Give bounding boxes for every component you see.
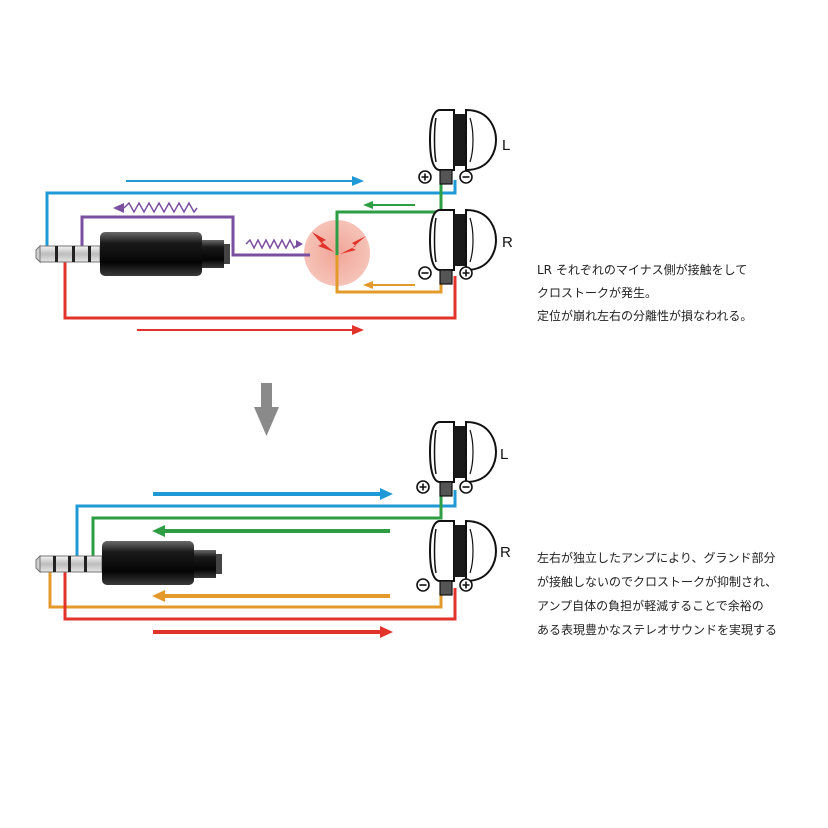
caption-line: ある表現豊かなステレオサウンドを実現する [537, 623, 778, 637]
crosstalk-caption: LR それぞれのマイナス側が接触をして クロストークが発生。 定位が崩れ左右の分… [537, 259, 752, 328]
right-ground-arrow [363, 281, 415, 289]
caption-line: が接触しないのでクロストークが抑制され、 [537, 575, 778, 589]
left-ground-wire [335, 180, 443, 255]
solution-caption: 左右が独立したアンプにより、グランド部分 が接触しないのでクロストークが抑制され… [537, 546, 777, 642]
caption-line: 左右が独立したアンプにより、グランド部分 [537, 551, 776, 565]
left-signal-wire [45, 180, 457, 249]
left-minus-terminal-icon [459, 480, 473, 494]
right-signal-wire [63, 262, 457, 320]
right-ground-wire [48, 572, 443, 609]
caption-line: 定位が崩れ左右の分離性が損なわれる。 [537, 309, 753, 323]
right-signal-arrow [137, 325, 364, 335]
right-minus-terminal-icon [416, 578, 430, 592]
bottom-diagram: L R [35, 421, 511, 638]
caption-line: クロストークが発生。 [537, 286, 658, 300]
left-signal-arrow [126, 176, 364, 186]
right-signal-arrow [153, 626, 393, 638]
stereo-plug-icon [35, 541, 222, 585]
left-minus-terminal-icon [459, 170, 473, 184]
right-signal-wire [63, 572, 457, 621]
crosstalk-arrow [113, 201, 198, 214]
crosstalk-arrow-2 [245, 238, 303, 250]
top-diagram: L R [35, 109, 513, 335]
left-signal-wire [75, 490, 457, 558]
caption-line: アンプ自体の負担が軽減することで余裕の [537, 599, 764, 613]
left-ground-wire [91, 490, 443, 558]
left-plus-terminal-icon [416, 480, 430, 494]
top-label-left: L [502, 137, 510, 154]
bottom-label-right: R [500, 544, 511, 561]
right-plus-terminal-icon [459, 578, 473, 592]
crosstalk-wire [80, 215, 310, 257]
left-ground-arrow [363, 201, 415, 209]
right-ground-arrow [152, 590, 390, 602]
left-signal-arrow [153, 488, 393, 500]
bottom-label-left: L [500, 446, 508, 463]
right-plus-terminal-icon [459, 266, 473, 280]
left-ground-arrow [152, 525, 390, 537]
caption-line: LR それぞれのマイナス側が接触をして [537, 263, 748, 277]
spark-icon [312, 232, 366, 254]
stereo-plug-icon [35, 232, 230, 276]
top-label-right: R [502, 234, 513, 251]
right-minus-terminal-icon [418, 266, 432, 280]
left-plus-terminal-icon [418, 170, 432, 184]
down-arrow-icon [254, 383, 279, 436]
